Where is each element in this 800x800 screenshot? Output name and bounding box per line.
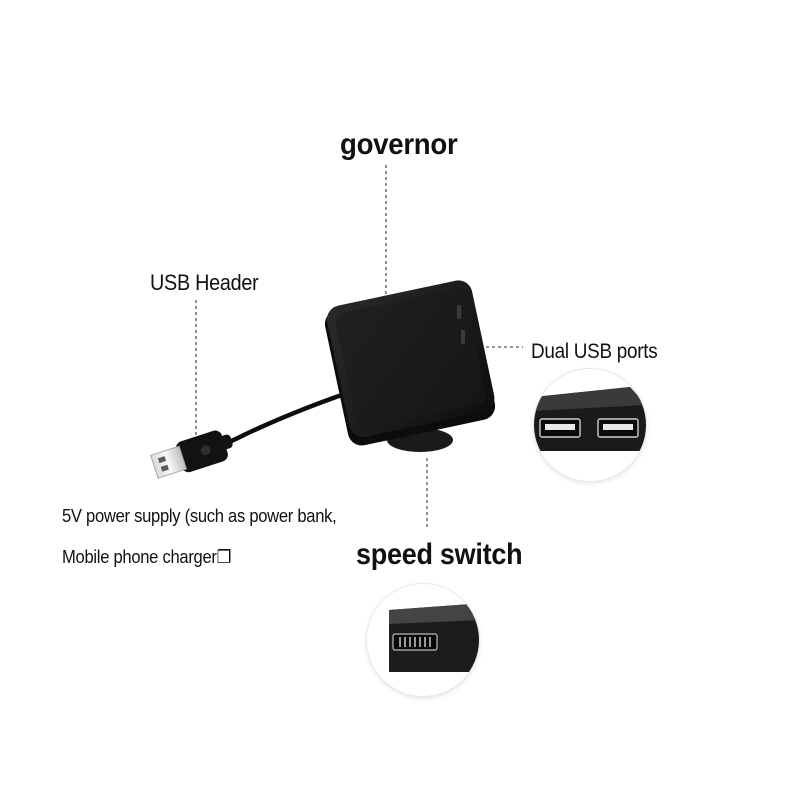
label-usb-header: USB Header xyxy=(150,270,259,295)
label-governor: governor xyxy=(340,128,458,161)
label-dual-usb-ports: Dual USB ports xyxy=(531,340,658,363)
side-port-1 xyxy=(457,305,461,319)
label-power-supply-line-2: Mobile phone charger❒ xyxy=(62,547,232,567)
speed-switch-closeup-icon xyxy=(367,584,479,696)
label-power-supply-line-1: 5V power supply (such as power bank, xyxy=(62,506,337,526)
label-speed-switch: speed switch xyxy=(356,538,523,571)
dual-usb-ports-inset xyxy=(534,369,646,481)
device-body xyxy=(324,280,496,446)
dual-usb-ports-closeup-icon xyxy=(534,369,646,481)
usb-a-plug xyxy=(150,430,228,479)
side-port-2 xyxy=(461,330,465,344)
speed-switch-inset xyxy=(367,584,479,696)
